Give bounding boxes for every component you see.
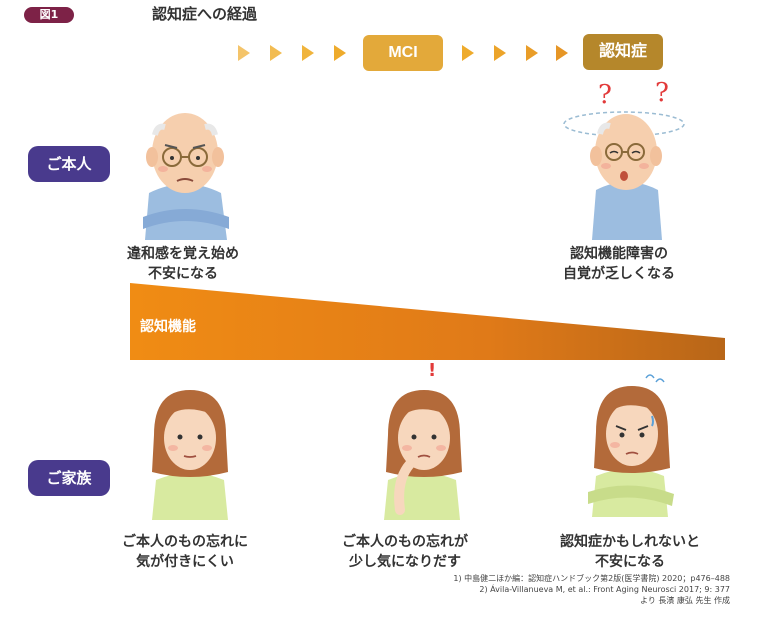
reference-3: より 長濱 康弘 先生 作成 [639, 596, 730, 605]
figure-tag: 図1 [24, 7, 74, 23]
progress-arrow-1 [238, 45, 250, 61]
stage-dementia: 認知症 [583, 34, 663, 70]
family-caption-late: 認知症かもしれないと 不安になる [540, 532, 720, 572]
patient-caption-early-line2: 不安になる [148, 266, 218, 282]
progress-arrow-6 [494, 45, 506, 61]
patient-caption-early: 違和感を覚え始め 不安になる [103, 244, 263, 284]
family-caption-early-line2: 気が付きにくい [136, 554, 234, 570]
reference-1: 1) 中島健二ほか編：認知症ハンドブック第2版(医学書院) 2020；p476–… [453, 574, 730, 583]
patient-caption-late-line2: 自覚が乏しくなる [563, 266, 675, 282]
progress-arrow-2 [270, 45, 282, 61]
cognitive-function-wedge [130, 283, 725, 360]
woman-calm-illustration [152, 390, 228, 520]
patient-caption-late: 認知機能障害の 自覚が乏しくなる [534, 244, 704, 284]
family-caption-middle-line2: 少し気になりだす [349, 554, 461, 570]
stage-mci: MCI [363, 35, 443, 71]
row-label-family: ご家族 [28, 460, 110, 496]
family-caption-late-line2: 不安になる [595, 554, 665, 570]
progress-arrow-3 [302, 45, 314, 61]
woman-worried-illustration [588, 374, 674, 517]
patient-caption-late-line1: 認知機能障害の [570, 246, 668, 262]
figure-title: 認知症への経過 [152, 5, 258, 23]
family-caption-early: ご本人のもの忘れに 気が付きにくい [100, 532, 270, 572]
family-caption-early-line1: ご本人のもの忘れに [122, 534, 248, 550]
progress-arrow-7 [526, 45, 538, 61]
question-mark-right: ? [655, 78, 669, 108]
exclamation-mark: ! [428, 360, 437, 381]
family-caption-late-line1: 認知症かもしれないと [560, 534, 700, 550]
family-caption-middle: ご本人のもの忘れが 少し気になりだす [320, 532, 490, 572]
elderly-man-worried-illustration [143, 113, 229, 240]
progress-arrow-8 [556, 45, 568, 61]
elderly-man-confused-illustration [563, 111, 685, 240]
family-caption-middle-line1: ご本人のもの忘れが [342, 534, 468, 550]
cognitive-function-label: 認知機能 [140, 319, 196, 335]
question-mark-left: ? [598, 80, 612, 110]
row-label-patient: ご本人 [28, 146, 110, 182]
woman-thinking-illustration [384, 390, 462, 520]
progress-arrow-5 [462, 45, 474, 61]
patient-caption-early-line1: 違和感を覚え始め [127, 246, 239, 262]
references: 1) 中島健二ほか編：認知症ハンドブック第2版(医学書院) 2020；p476–… [453, 573, 730, 606]
progress-arrow-4 [334, 45, 346, 61]
reference-2: 2) Ávila-Villanueva M, et al.: Front Agi… [479, 585, 730, 594]
